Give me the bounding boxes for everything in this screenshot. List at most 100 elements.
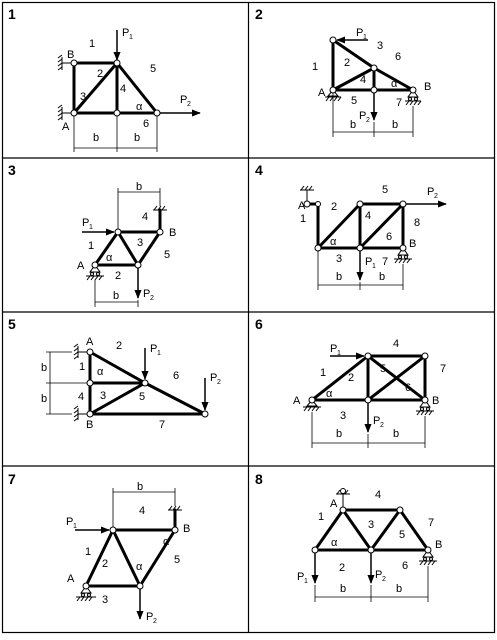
truss-label: 6	[386, 231, 392, 243]
truss-label: 5	[380, 363, 386, 375]
truss-label: α	[163, 536, 170, 548]
panel-1-number: 1	[8, 6, 16, 22]
panel-2-number: 2	[255, 6, 263, 22]
truss-label: 5	[139, 391, 145, 403]
truss-label: 2	[102, 558, 108, 570]
truss-label: A	[67, 573, 75, 585]
truss-label: P	[356, 27, 363, 39]
truss-label: b	[137, 481, 143, 493]
panel-7-truss: P 1 P 2 A B α α 1 2 3 4 5 b	[66, 481, 190, 625]
truss-label: 6	[405, 382, 411, 394]
truss-label: 2	[97, 68, 103, 80]
truss-label: α	[106, 252, 113, 264]
truss-label: 2	[380, 422, 384, 429]
truss-label: A	[330, 498, 338, 510]
truss-label: α	[326, 388, 333, 400]
truss-label: B	[183, 523, 190, 535]
truss-label: 4	[78, 391, 84, 403]
truss-label: 2	[115, 270, 121, 282]
truss-label: P	[365, 256, 372, 268]
truss-label: 3	[102, 594, 108, 606]
panel-1-truss: P 1 P 2 B A α 1 2 3 4 5 6 b b	[57, 27, 201, 152]
truss-label: P	[150, 343, 157, 355]
panel-6-truss: P 1 P 2 A B α 1 2 3 4 5 6 7 b b	[293, 338, 446, 448]
truss-label: B	[409, 238, 416, 250]
truss-label: B	[86, 419, 93, 431]
truss-label: A	[62, 121, 70, 133]
truss-label: P	[375, 569, 382, 581]
truss-label: B	[424, 81, 431, 93]
truss-label: b	[41, 362, 47, 374]
truss-label: b	[336, 271, 342, 283]
truss-label: P	[66, 516, 73, 528]
truss-label: 2	[348, 372, 354, 384]
truss-label: 2	[187, 101, 191, 108]
panel-1-p1: P	[122, 27, 129, 39]
truss-label: 3	[137, 237, 143, 249]
panel-3-truss: P 1 P 2 A B α 1 2 3 4 5 b b	[77, 181, 176, 307]
truss-label: 3	[100, 390, 106, 402]
truss-label: 1	[337, 350, 341, 357]
truss-label: P	[210, 372, 217, 384]
truss-label: 8	[414, 217, 420, 229]
truss-label: 6	[143, 118, 149, 130]
truss-label: A	[318, 87, 326, 99]
truss-label: 1	[129, 34, 133, 41]
truss-label: P	[297, 571, 304, 583]
truss-label: 4	[120, 83, 126, 95]
truss-label: 3	[377, 40, 383, 52]
truss-label: 1	[157, 350, 161, 357]
truss-label: b	[93, 132, 99, 144]
truss-label: 2	[331, 201, 337, 213]
truss-label: b	[392, 119, 398, 131]
truss-label: 4	[393, 338, 399, 350]
truss-label: 2	[153, 618, 157, 625]
truss-label: 1	[73, 523, 77, 530]
truss-label: 5	[150, 63, 156, 75]
truss-label: 1	[89, 224, 93, 231]
truss-label: b	[379, 271, 385, 283]
truss-label: 1	[320, 367, 326, 379]
truss-label: P	[427, 186, 434, 198]
truss-label: 2	[150, 295, 154, 302]
truss-label: 1	[79, 361, 85, 373]
truss-label: 3	[368, 519, 374, 531]
truss-label: 2	[382, 576, 386, 583]
truss-label: b	[396, 583, 402, 595]
truss-label: α	[97, 366, 104, 378]
panel-7-number: 7	[8, 471, 16, 487]
truss-label: b	[136, 181, 142, 193]
truss-label: A	[77, 260, 85, 272]
truss-label: 3	[336, 253, 342, 265]
truss-label: α	[136, 561, 143, 573]
truss-label: 5	[174, 554, 180, 566]
truss-label: B	[432, 395, 439, 407]
truss-label: 1	[89, 38, 95, 50]
truss-label: 5	[399, 529, 405, 541]
truss-label: P	[82, 217, 89, 229]
truss-label: A	[293, 395, 301, 407]
truss-label: 1	[363, 34, 367, 41]
truss-label: P	[330, 343, 337, 355]
panel-8-truss: P 1 P 2 A B α 1 2 3 4 5 6 7 b b	[297, 488, 442, 602]
truss-label: 7	[440, 363, 446, 375]
panel-3-number: 3	[8, 162, 16, 178]
truss-label: 2	[339, 562, 345, 574]
truss-label: α	[330, 236, 337, 248]
truss-label: 4	[139, 505, 145, 517]
truss-label: P	[146, 611, 153, 623]
truss-label: α	[391, 78, 398, 90]
truss-label: B	[435, 539, 442, 551]
truss-label: 2	[217, 379, 221, 386]
truss-label: 1	[318, 511, 324, 523]
truss-label: B	[169, 227, 176, 239]
truss-label: 5	[382, 184, 388, 196]
truss-label: b	[41, 393, 47, 405]
panel-8-number: 8	[255, 471, 263, 487]
truss-label: A	[298, 200, 306, 212]
truss-label: P	[180, 94, 187, 106]
truss-label: P	[359, 110, 366, 122]
panel-4-number: 4	[255, 162, 263, 178]
